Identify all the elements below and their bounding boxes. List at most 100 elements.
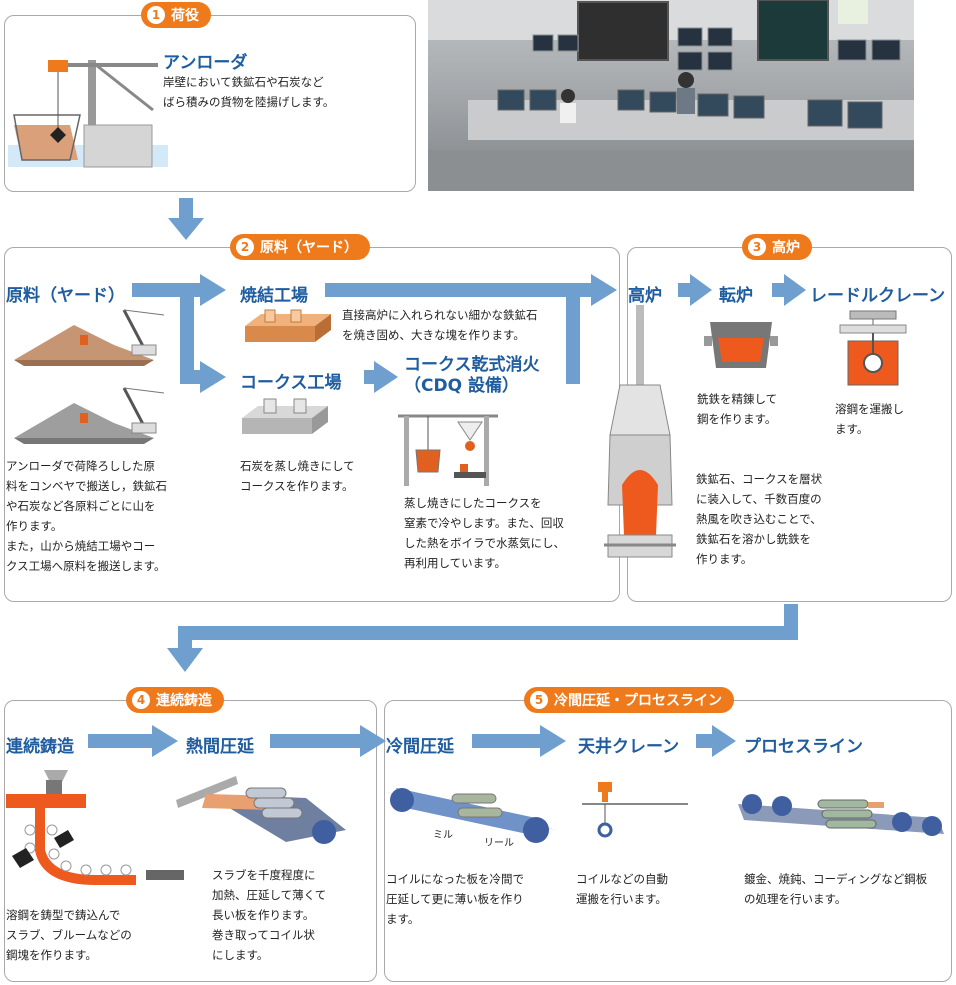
continuous-casting-desc: 溶鋼を鋳型で鋳込んで スラブ、ブルームなどの 鋼塊を作ります。 xyxy=(6,905,132,965)
converter-desc: 銑鉄を精錬して 鋼を作ります。 xyxy=(697,389,777,429)
continuous-casting-illustration xyxy=(6,770,184,885)
blast-furnace-illustration xyxy=(604,305,676,558)
process-line-desc: 鍍金、焼鈍、コーディングなど鋼板 の処理を行います。 xyxy=(744,869,927,909)
yard-desc-line: また，山から焼結工場やコー xyxy=(6,539,156,553)
blast-furnace-desc-line: 熱風を吹き込むことで、 xyxy=(696,512,822,526)
unloader-desc: 岸壁において鉄鉱石や石炭など ばら積みの貨物を陸揚げします。 xyxy=(163,72,334,112)
sinter-desc-line: 直接高炉に入れられない細かな鉄鉱石 xyxy=(342,308,538,322)
blast-furnace-desc-line: 鉄鉱石を溶かし銑鉄を xyxy=(696,532,811,546)
unloader-illustration xyxy=(8,60,168,168)
cdq-illustration xyxy=(398,414,498,486)
blast-furnace-desc: 鉄鉱石、コークスを層状 に装入して、千数百度の 熱風を吹き込むことで、 鉄鉱石を… xyxy=(696,469,822,569)
overhead-crane-desc: コイルなどの自動 運搬を行います。 xyxy=(576,869,668,909)
ladle-crane-desc-line: 溶鋼を運搬し xyxy=(835,402,904,416)
cold-rolling-title: 冷間圧延 xyxy=(386,737,454,757)
hot-rolling-desc-line: 長い板を作ります。 xyxy=(212,908,315,922)
sinter-title: 焼結工場 xyxy=(240,286,308,306)
section-4-number: 4 xyxy=(132,691,150,709)
continuous-casting-desc-line: 溶鋼を鋳型で鋳込んで xyxy=(6,908,121,922)
mill-label: ミル xyxy=(433,830,453,841)
cold-rolling-desc-line: ます。 xyxy=(386,912,420,926)
section-4-label: 連続鋳造 xyxy=(156,693,212,709)
section-1-label: 荷役 xyxy=(171,8,199,24)
sinter-desc: 直接高炉に入れられない細かな鉄鉱石 を焼き固め、大きな塊を作ります。 xyxy=(342,305,538,345)
process-line-illustration xyxy=(738,794,944,836)
yard-pile-illustration-1 xyxy=(14,309,165,366)
section-3-number: 3 xyxy=(748,238,766,256)
cdq-title-line: コークス乾式消火 xyxy=(404,355,540,375)
section-5-label: 冷間圧延・プロセスライン xyxy=(554,693,722,709)
cdq-desc: 蒸し焼きにしたコークスを 窒素で冷やします。また、回収 した熱をボイラで水蒸気に… xyxy=(404,493,565,573)
control-room-photo xyxy=(428,0,914,191)
hot-rolling-illustration xyxy=(176,776,346,844)
cdq-title: コークス乾式消火 （CDQ 設備） xyxy=(404,355,540,397)
hot-rolling-desc-line: 加熱、圧延して薄くて xyxy=(212,888,327,902)
process-line-title: プロセスライン xyxy=(744,737,863,757)
hot-rolling-desc-line: スラブを千度程度に xyxy=(212,868,316,882)
overhead-crane-illustration xyxy=(582,782,688,838)
cdq-desc-line: 蒸し焼きにしたコークスを xyxy=(404,496,542,510)
hot-rolling-desc: スラブを千度程度に 加熱、圧延して薄くて 長い板を作ります。 巻き取ってコイル状… xyxy=(212,865,326,965)
cold-rolling-desc-line: コイルになった板を冷間で xyxy=(386,872,524,886)
yard-desc-line: アンローダで荷降ろしした原 xyxy=(6,459,156,473)
section-3-badge: 3 高炉 xyxy=(742,234,812,260)
section-5-number: 5 xyxy=(530,691,548,709)
coke-desc-line: 石炭を蒸し焼きにして xyxy=(240,459,355,473)
cdq-desc-line: 再利用しています。 xyxy=(404,556,507,570)
blast-furnace-title: 高炉 xyxy=(628,286,662,306)
continuous-casting-desc-line: 鋼塊を作ります。 xyxy=(6,948,97,962)
coke-desc-line: コークスを作ります。 xyxy=(240,479,354,493)
unloader-desc-line: ばら積みの貨物を陸揚げします。 xyxy=(163,95,335,109)
yard-desc-line: 料をコンベヤで搬送し，鉄鉱石 xyxy=(6,479,167,493)
coke-desc: 石炭を蒸し焼きにして コークスを作ります。 xyxy=(240,456,355,496)
cold-rolling-illustration xyxy=(386,788,556,843)
overhead-crane-desc-line: 運搬を行います。 xyxy=(576,892,667,906)
ladle-crane-illustration xyxy=(839,310,907,386)
section-3-label: 高炉 xyxy=(772,240,800,256)
section-2-badge: 2 原料（ヤード） xyxy=(230,234,370,260)
coke-plant-illustration xyxy=(242,398,328,434)
cdq-title-line: （CDQ 設備） xyxy=(404,376,519,396)
cdq-desc-line: 窒素で冷やします。また、回収 xyxy=(404,516,564,530)
overhead-crane-title: 天井クレーン xyxy=(578,737,680,757)
hot-rolling-title: 熱間圧延 xyxy=(186,737,254,757)
section-2-number: 2 xyxy=(236,238,254,256)
unloader-desc-line: 岸壁において鉄鉱石や石炭など xyxy=(163,75,324,89)
hot-rolling-desc-line: にします。 xyxy=(212,948,269,962)
converter-desc-line: 鋼を作ります。 xyxy=(697,412,777,426)
continuous-casting-desc-line: スラブ、ブルームなどの xyxy=(6,928,132,942)
unloader-title: アンローダ xyxy=(163,53,248,73)
continuous-casting-title: 連続鋳造 xyxy=(6,737,74,757)
cdq-desc-line: した熱をボイラで水蒸気にし、 xyxy=(404,536,565,550)
section-1-number: 1 xyxy=(147,6,165,24)
process-line-desc-line: 鍍金、焼鈍、コーディングなど鋼板 xyxy=(744,872,928,886)
ladle-crane-desc: 溶鋼を運搬し ます。 xyxy=(835,399,904,439)
blast-furnace-desc-line: 作ります。 xyxy=(696,552,753,566)
yard-title: 原料（ヤード） xyxy=(6,286,125,306)
section-4-badge: 4 連続鋳造 xyxy=(126,687,224,713)
blast-furnace-desc-line: 鉄鉱石、コークスを層状 xyxy=(696,472,823,486)
yard-pile-illustration-2 xyxy=(14,387,165,444)
overhead-crane-desc-line: コイルなどの自動 xyxy=(576,872,668,886)
converter-illustration xyxy=(704,322,778,368)
cold-rolling-desc: コイルになった板を冷間で 圧延して更に薄い板を作り ます。 xyxy=(386,869,524,929)
ladle-crane-desc-line: ます。 xyxy=(835,422,869,436)
section-2-label: 原料（ヤード） xyxy=(260,240,358,256)
yard-desc-line: や石炭など各原料ごとに山を xyxy=(6,499,156,513)
sinter-plant-illustration xyxy=(245,309,331,342)
ladle-crane-title: レードルクレーン xyxy=(810,286,946,306)
cold-rolling-desc-line: 圧延して更に薄い板を作り xyxy=(386,892,524,906)
section-5-badge: 5 冷間圧延・プロセスライン xyxy=(524,687,734,713)
yard-desc: アンローダで荷降ろしした原 料をコンベヤで搬送し，鉄鉱石 や石炭など各原料ごとに… xyxy=(6,456,167,576)
yard-desc-line: 作ります。 xyxy=(6,519,63,533)
reel-label: リール xyxy=(484,838,514,849)
converter-title: 転炉 xyxy=(719,286,753,306)
blast-furnace-desc-line: に装入して、千数百度の xyxy=(696,492,822,506)
section-1-badge: 1 荷役 xyxy=(141,2,211,28)
sinter-desc-line: を焼き固め、大きな塊を作ります。 xyxy=(342,328,525,342)
process-line-desc-line: の処理を行います。 xyxy=(744,892,847,906)
hot-rolling-desc-line: 巻き取ってコイル状 xyxy=(212,928,315,942)
coke-title: コークス工場 xyxy=(240,373,342,393)
converter-desc-line: 銑鉄を精錬して xyxy=(697,392,778,406)
